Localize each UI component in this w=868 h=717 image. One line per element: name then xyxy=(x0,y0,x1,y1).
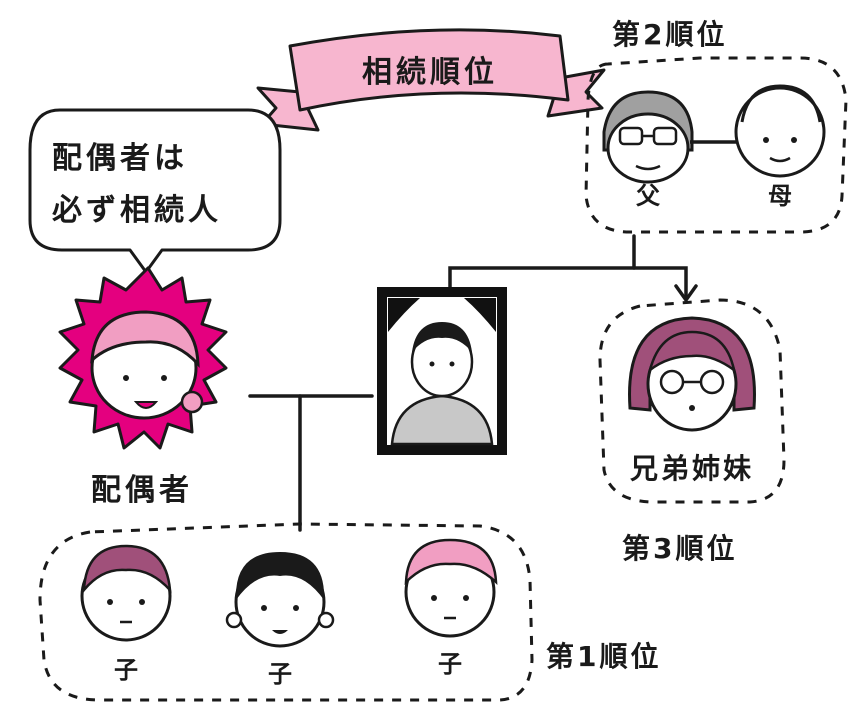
child-label-3: 子 xyxy=(438,650,462,678)
speech-bubble: 配偶者は 必ず相続人 xyxy=(28,108,282,274)
diagram-title: 相続順位 xyxy=(362,55,498,90)
spouse-figure xyxy=(58,266,228,450)
title-ribbon: 相続順位 xyxy=(256,28,606,132)
deceased-portrait xyxy=(377,287,507,455)
speech-line-1: 配偶者は xyxy=(52,141,188,176)
parents-siblings-line xyxy=(448,266,688,300)
sibling-face xyxy=(628,316,756,432)
mother-label: 母 xyxy=(768,182,792,210)
parents-group: 第2順位 父 母 xyxy=(584,18,848,234)
child-label-2: 子 xyxy=(268,660,292,688)
father-label: 父 xyxy=(636,182,661,210)
mother-face xyxy=(734,84,826,178)
siblings-label: 兄弟姉妹 xyxy=(630,452,754,485)
family-lines xyxy=(248,234,698,532)
children-group-label: 第1順位 xyxy=(546,640,661,673)
father-face xyxy=(602,90,694,184)
child-face-3 xyxy=(404,538,498,638)
siblings-group: 兄弟姉妹 xyxy=(598,298,786,504)
children-group: 子 子 子 xyxy=(38,522,534,702)
parents-group-label: 第2順位 xyxy=(612,18,727,51)
child-face-2 xyxy=(225,552,335,648)
speech-line-2: 必ず相続人 xyxy=(52,193,222,228)
spouse-label: 配偶者 xyxy=(91,473,193,508)
child-face-1 xyxy=(80,544,172,642)
siblings-group-label: 第3順位 xyxy=(622,532,737,565)
child-label-1: 子 xyxy=(114,656,138,684)
sibling-arrow xyxy=(674,284,698,304)
